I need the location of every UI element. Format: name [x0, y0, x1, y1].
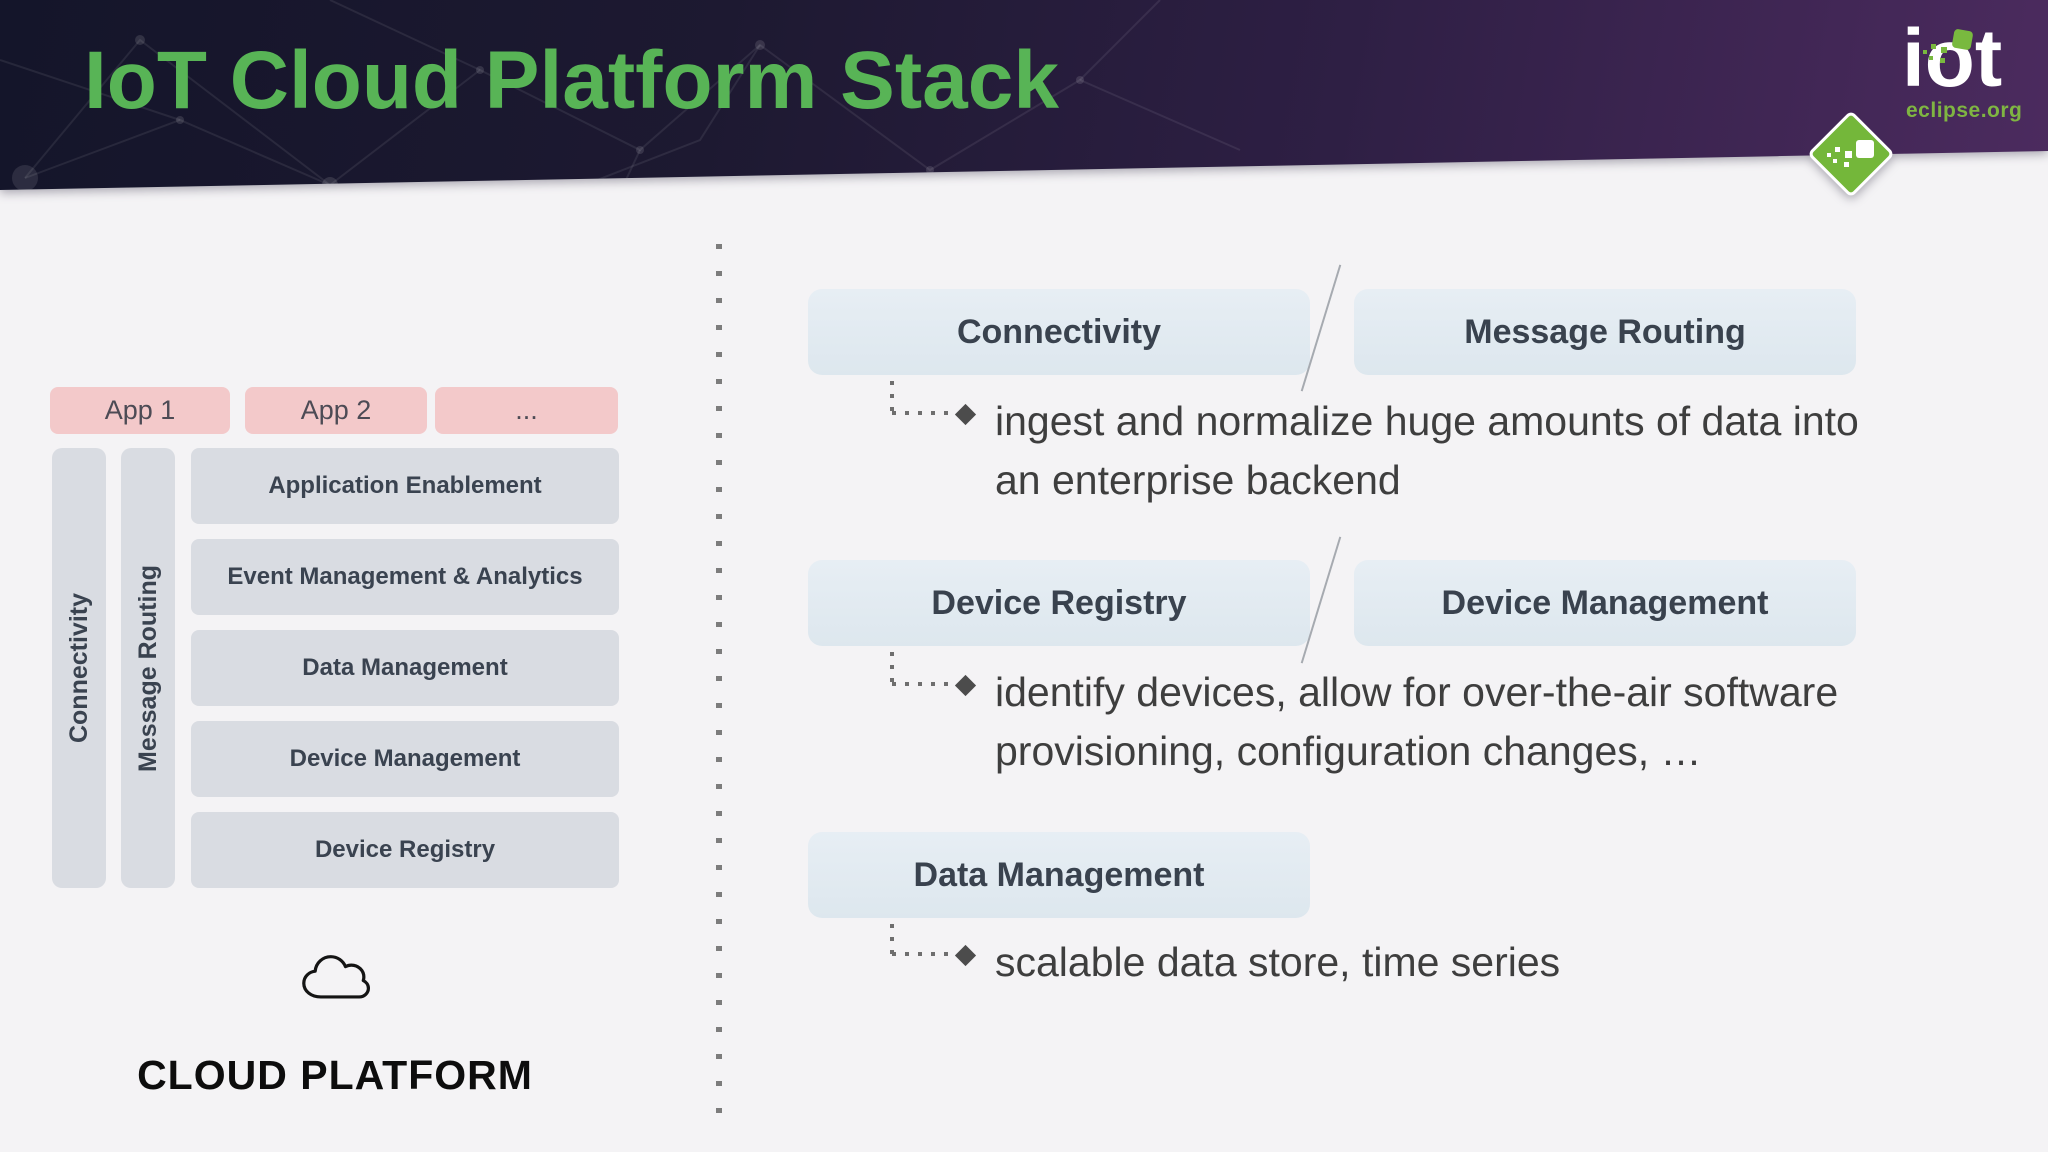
- detail-box-data-management: Data Management: [808, 832, 1310, 918]
- layer-label: Message Routing: [133, 564, 162, 772]
- dotted-vertical-divider: [716, 244, 722, 1118]
- layer-application-enablement: Application Enablement: [191, 448, 619, 524]
- cloud-icon: [300, 953, 372, 1003]
- app-box-2: App 2: [245, 387, 427, 434]
- detail-box-label: Connectivity: [956, 312, 1162, 351]
- diamond-bullet-icon: [954, 674, 977, 697]
- app-box-1: App 1: [50, 387, 230, 434]
- header: IoT Cloud Platform Stack iot eclipse.org: [0, 0, 2048, 240]
- connector-dotted-icon: [890, 652, 894, 688]
- app-label: App 1: [104, 395, 176, 425]
- layer-event-management-analytics: Event Management & Analytics: [191, 539, 619, 615]
- diamond-bullet-icon: [954, 944, 977, 967]
- detail-box-device-registry: Device Registry: [808, 560, 1310, 646]
- detail-text: identify devices, allow for over-the-air…: [995, 669, 1839, 774]
- connector-dotted-icon: [890, 381, 894, 417]
- connector-dotted-icon: [892, 952, 954, 956]
- detail-box-message-routing: Message Routing: [1354, 289, 1856, 375]
- detail-box-label: Data Management: [913, 855, 1205, 894]
- connector-dotted-icon: [892, 682, 954, 686]
- app-box-more: ...: [435, 387, 618, 434]
- diamond-bullet-icon: [954, 403, 977, 426]
- layer-label: Device Registry: [314, 836, 496, 863]
- detail-box-device-management: Device Management: [1354, 560, 1856, 646]
- layer-device-management: Device Management: [191, 721, 619, 797]
- detail-box-label: Device Management: [1441, 583, 1769, 622]
- iot-logo: iot: [1902, 13, 2003, 104]
- app-label: App 2: [300, 395, 372, 425]
- layer-label: Connectivity: [64, 592, 93, 744]
- cloud-platform-label: CLOUD PLATFORM: [137, 1052, 533, 1098]
- detail-box-label: Device Registry: [931, 583, 1187, 622]
- connector-dotted-icon: [892, 411, 954, 415]
- layer-message-routing-vertical: Message Routing: [121, 448, 175, 888]
- layer-device-registry: Device Registry: [191, 812, 619, 888]
- layer-connectivity-vertical: Connectivity: [52, 448, 106, 888]
- layer-data-management: Data Management: [191, 630, 619, 706]
- app-label: ...: [515, 395, 538, 425]
- layer-label: Application Enablement: [268, 472, 542, 499]
- eclipse-org-label: eclipse.org: [1906, 99, 2023, 122]
- layer-label: Event Management & Analytics: [227, 563, 583, 590]
- detail-text: ingest and normalize huge amounts of dat…: [995, 398, 1859, 503]
- detail-box-label: Message Routing: [1464, 312, 1746, 351]
- network-pattern-icon: [0, 0, 1241, 190]
- header-banner: IoT Cloud Platform Stack iot eclipse.org: [0, 0, 2048, 190]
- layer-label: Device Management: [289, 745, 521, 772]
- detail-text: scalable data store, time series: [995, 939, 1561, 985]
- layer-label: Data Management: [302, 654, 508, 681]
- page-title: IoT Cloud Platform Stack: [84, 35, 1059, 126]
- detail-box-connectivity: Connectivity: [808, 289, 1310, 375]
- connector-dotted-icon: [890, 924, 894, 958]
